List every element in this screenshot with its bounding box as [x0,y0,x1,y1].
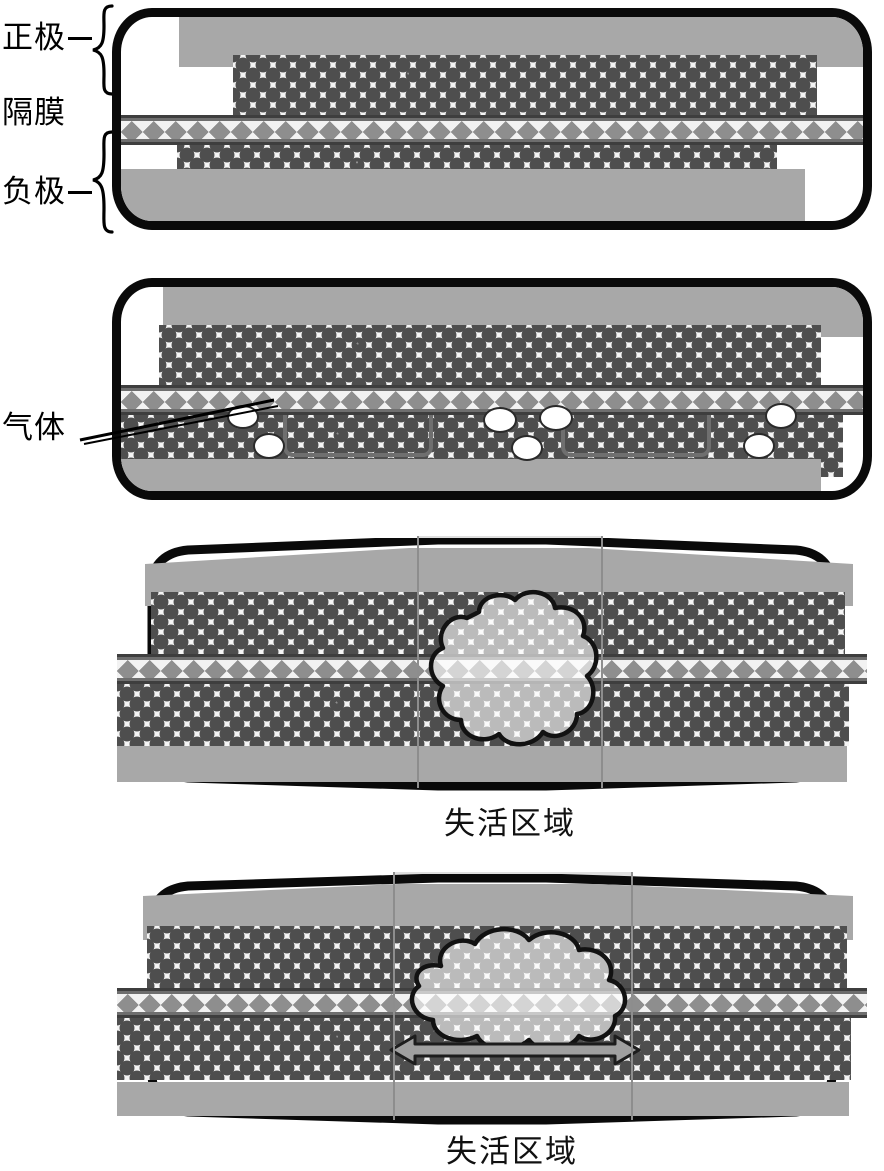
gas-leader-line [79,398,279,445]
cathode-active-layer [233,55,817,117]
cell-panel-3-inner [117,548,867,782]
deactivation-zone-edge-right [631,872,633,1120]
anode-tick [68,191,92,194]
label-cathode: 正极 [2,20,66,55]
gas-bubble [511,435,543,461]
gas-bubble [253,433,285,459]
cathode-tick [68,37,92,40]
separator-layer [117,988,867,1018]
deactivation-zone-edge-left [417,536,419,788]
label-anode: 负极 [2,174,66,209]
cell-panel-1 [112,8,872,230]
separator-zigzag-pattern [121,121,863,139]
separator-zigzag-pattern [117,660,867,678]
deactivation-zone-edge-left [393,872,395,1120]
label-separator: 隔膜 [2,95,66,130]
cell-panel-4-inner [117,884,867,1116]
label-gas: 气体 [2,410,66,445]
anode-current-collector [121,169,805,221]
cathode-active-layer [151,592,845,654]
gas-bubble [539,405,573,431]
gas-bubble [483,407,517,433]
anode-active-layer [117,684,849,746]
anode-brace [92,130,114,234]
interfacial-crack [283,415,433,457]
gas-bubble [765,403,797,429]
caption-panel-3: 失活区域 [444,806,576,841]
separator-layer [117,654,867,684]
anode-current-collector [121,459,821,491]
panel-3-group: 失活区域 [0,530,884,841]
anode-current-collector [117,746,847,782]
interfacial-crack [561,415,711,457]
deactivation-zone-edge-right [601,536,603,788]
separator-zigzag-pattern [121,391,863,409]
cathode-active-layer [159,325,821,387]
panel-4-group: 失活区域 [0,868,884,1169]
delamination-double-arrow [389,1034,641,1066]
cathode-active-layer [147,926,847,988]
gas-bubble [743,433,775,459]
anode-current-collector [117,1082,849,1116]
cathode-brace [92,4,114,96]
caption-panel-4: 失活区域 [446,1134,578,1169]
separator-zigzag-pattern [117,994,867,1012]
separator-layer [121,115,863,145]
cell-panel-2 [112,278,872,500]
